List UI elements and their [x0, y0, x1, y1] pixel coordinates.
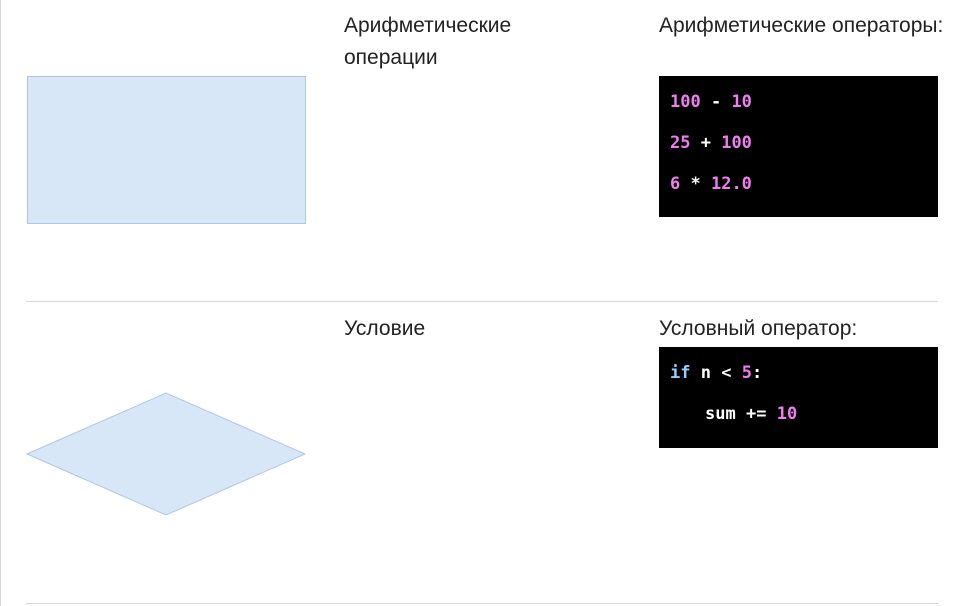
code-operator: *: [680, 174, 711, 194]
code-line: 25 + 100: [670, 133, 927, 154]
row-arithmetic: Арифметические операции Арифметические о…: [1, 0, 958, 300]
code-number: 10: [776, 404, 798, 424]
code-operator: <: [721, 363, 732, 383]
code-colon: :: [751, 363, 763, 383]
code-number: 100: [670, 92, 701, 112]
code-number: 100: [721, 133, 752, 153]
code-variable: sum: [705, 404, 736, 424]
code-number: 5: [741, 363, 752, 383]
row-condition: Условие Условный оператор: if n < 5: sum…: [1, 302, 958, 604]
code-line: sum += 10: [670, 404, 927, 425]
code-operator: +=: [745, 404, 767, 424]
code-line: 6 * 12.0: [670, 174, 927, 195]
diamond-polygon: [26, 392, 307, 516]
code-line: 100 - 10: [670, 92, 927, 113]
code-operator: +: [690, 133, 722, 153]
code-block-arithmetic: 100 - 10 25 + 100 6 * 12.0: [659, 76, 938, 217]
code-number: 6: [670, 174, 681, 194]
code-line: if n < 5:: [670, 363, 927, 384]
process-rectangle-shape: [27, 76, 306, 224]
code-title: Арифметические операторы:: [659, 14, 944, 37]
decision-diamond-shape: [26, 392, 307, 516]
code-operator: -: [700, 92, 732, 112]
element-name-label: Арифметические операции: [344, 14, 512, 69]
section-divider: [26, 301, 938, 302]
code-number: 25: [670, 133, 691, 153]
code-number: 10: [731, 92, 752, 112]
code-number: 12.0: [710, 174, 752, 194]
code-keyword: if: [670, 363, 691, 383]
element-name-label: Условие: [344, 317, 426, 340]
section-divider: [26, 603, 938, 604]
code-variable: n: [700, 363, 711, 383]
code-block-condition: if n < 5: sum += 10: [659, 347, 938, 448]
code-title: Условный оператор:: [659, 317, 858, 340]
